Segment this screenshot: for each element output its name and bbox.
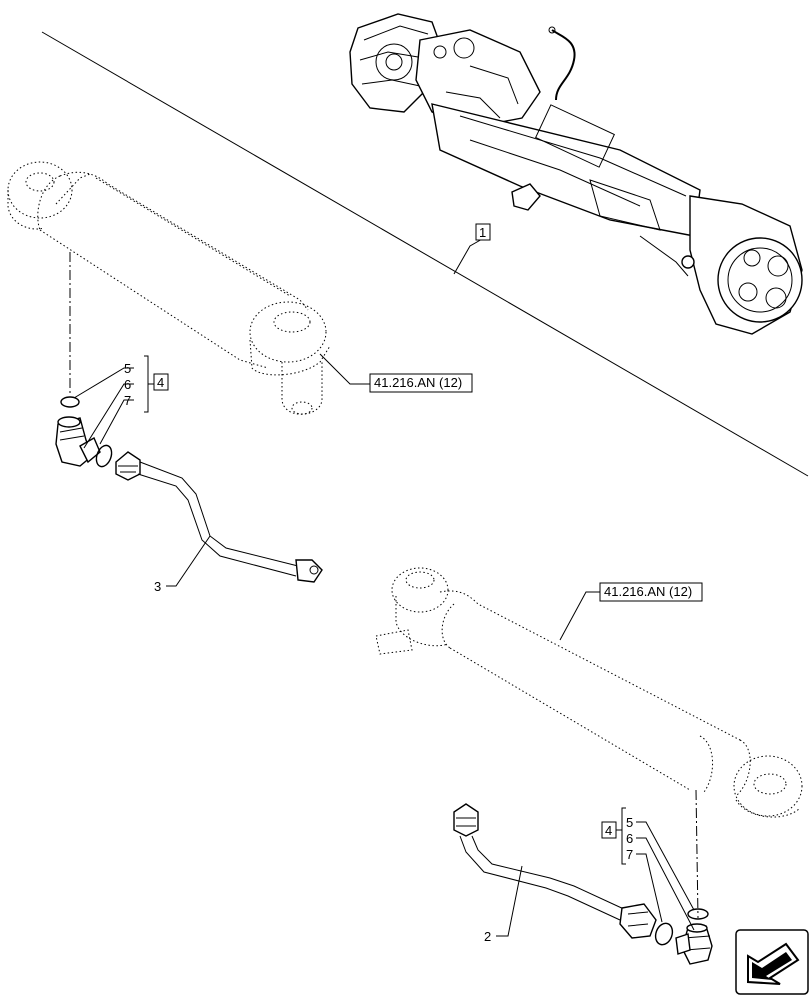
- reference-box-bottom[interactable]: [599, 582, 703, 602]
- elbow-fitting-bottom: [675, 923, 713, 965]
- callout-box-1: [475, 223, 491, 241]
- o-ring-bottom: [687, 908, 709, 920]
- callout-6-top: 6: [124, 377, 131, 392]
- section-divider-line: [41, 31, 809, 477]
- callout-6-bottom: 6: [626, 831, 633, 846]
- callout-4-bottom: 4: [605, 823, 612, 838]
- bottom-cylinder: [375, 567, 803, 818]
- centerline-bottom: [695, 789, 699, 919]
- callout-5-top: 5: [124, 361, 131, 376]
- leader-lines: [73, 237, 695, 937]
- seal-ring-top: [95, 444, 113, 468]
- callout-7-top: 7: [124, 393, 131, 408]
- arrow-icon[interactable]: [735, 929, 809, 995]
- callout-5-bottom: 5: [626, 815, 633, 830]
- axle-assembly: [349, 13, 803, 335]
- o-ring-top: [60, 396, 80, 408]
- callout-1: 1: [479, 225, 486, 240]
- elbow-fitting-top: [55, 416, 101, 467]
- hydraulic-pipe-top: [115, 451, 323, 583]
- callout-7-bottom: 7: [626, 847, 633, 862]
- callout-3: 3: [154, 579, 161, 594]
- reference-top[interactable]: 41.216.AN (12): [374, 375, 462, 390]
- callout-2: 2: [484, 929, 491, 944]
- top-cylinder: [7, 161, 331, 415]
- reference-box-top[interactable]: [369, 373, 473, 393]
- callout-box-4-top: [153, 373, 169, 391]
- callout-4-top: 4: [157, 375, 164, 390]
- reference-bottom[interactable]: 41.216.AN (12): [604, 584, 692, 599]
- seal-ring-bottom: [654, 922, 674, 946]
- callout-box-4-bottom: [601, 821, 617, 839]
